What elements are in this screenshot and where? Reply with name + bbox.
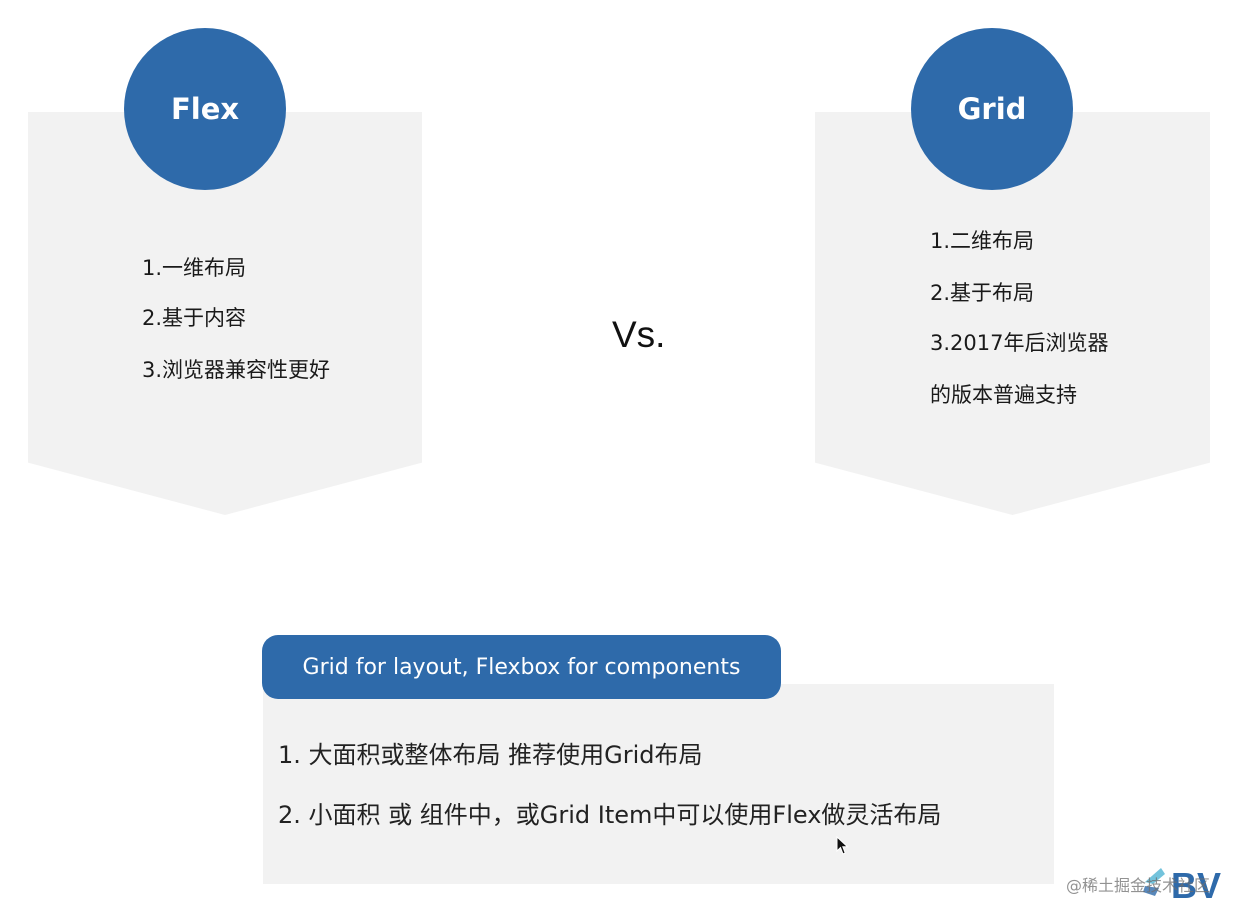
grid-point-4: 的版本普遍支持	[930, 383, 1077, 407]
watermark-text: @稀土掘金技术社区	[1066, 876, 1211, 895]
flex-title-badge: Flex	[124, 28, 286, 190]
bv-logo-icon: BV	[1143, 865, 1221, 899]
summary-banner-text: Grid for layout, Flexbox for components	[302, 654, 741, 680]
flex-point-2: 2.基于内容	[142, 306, 247, 330]
watermark-logo-text: BV	[1171, 865, 1221, 899]
flex-point-1: 1.一维布局	[142, 256, 247, 280]
grid-point-1: 1.二维布局	[930, 229, 1035, 253]
summary-point-1: 1. 大面积或整体布局 推荐使用Grid布局	[278, 741, 703, 769]
summary-panel	[263, 684, 1054, 884]
grid-point-2: 2.基于布局	[930, 281, 1035, 305]
grid-title: Grid	[957, 92, 1027, 126]
grid-title-badge: Grid	[911, 28, 1073, 190]
flex-point-3: 3.浏览器兼容性更好	[142, 358, 331, 382]
mouse-pointer-icon	[836, 836, 849, 855]
flex-title: Flex	[170, 92, 240, 126]
vs-label: Vs.	[612, 314, 666, 355]
grid-point-3: 3.2017年后浏览器	[930, 331, 1109, 355]
summary-point-2: 2. 小面积 或 组件中，或Grid Item中可以使用Flex做灵活布局	[278, 801, 942, 829]
summary-banner: Grid for layout, Flexbox for components	[262, 635, 781, 699]
